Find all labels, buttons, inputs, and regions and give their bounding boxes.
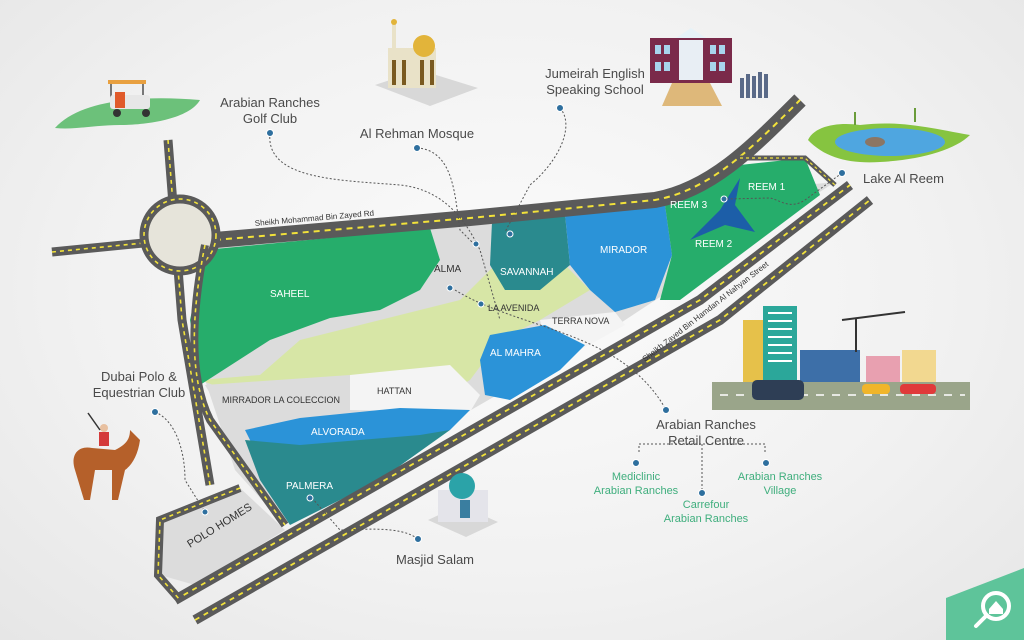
lake-icon [808,108,970,163]
golf-cart-icon [55,80,200,129]
landmark-al-rehman-mosque-line1: Al Rehman Mosque [359,126,475,141]
district-areas [160,158,835,585]
area-palmera[interactable] [245,430,450,525]
landmark-jess-line2: Speaking School [546,82,644,97]
svg-text:ALMA: ALMA [434,264,462,275]
mediclinic-line2: Arabian Ranches [593,485,679,497]
svg-text:MIRRADOR LA COLECCION: MIRRADOR LA COLECCION [222,395,340,405]
pin-al-rehman-mosque[interactable] [413,144,421,152]
mediclinic-line1: Mediclinic [611,471,661,483]
svg-text:LA AVENIDA: LA AVENIDA [488,303,539,313]
svg-text:PALMERA: PALMERA [286,481,333,492]
landmark-polo-club-line2: Equestrian Club [92,385,186,400]
retail-child-carrefour[interactable]: Carrefour Arabian Ranches [658,498,754,526]
landmark-jess[interactable]: Jumeirah English Speaking School [540,66,650,98]
label-al-mahra: AL MAHRA [490,348,541,359]
pin-ar-village[interactable] [762,459,770,467]
carrefour-line2: Arabian Ranches [663,513,749,525]
svg-text:SAHEEL: SAHEEL [270,289,310,300]
label-terra-nova: TERRA NOVA [552,316,609,326]
label-saheel: SAHEEL [270,289,310,300]
svg-text:MIRADOR: MIRADOR [600,245,647,256]
pin-golf-club[interactable] [266,129,274,137]
pin-lake-al-reem[interactable] [838,169,846,177]
label-alvorada: ALVORADA [311,427,365,438]
pin-retail-centre[interactable] [662,406,670,414]
svg-text:TERRA NOVA: TERRA NOVA [552,316,609,326]
svg-text:ALVORADA: ALVORADA [311,427,365,438]
landmark-lake-al-reem[interactable]: Lake Al Reem [863,171,973,187]
svg-text:REEM 1: REEM 1 [748,182,786,193]
home-search-icon[interactable] [946,568,1024,640]
pin-polo-club[interactable] [151,408,159,416]
svg-text:AL MAHRA: AL MAHRA [490,348,541,359]
polo-horse-icon [73,412,140,500]
label-la-avenida: LA AVENIDA [488,303,539,313]
landmark-retail-centre-line1: Arabian Ranches [656,417,756,432]
label-alma: ALMA [434,264,462,275]
pin-mediclinic[interactable] [632,459,640,467]
pins [151,104,846,543]
landmark-polo-club-line1: Dubai Polo & [101,369,177,384]
landmark-golf-club[interactable]: Arabian Ranches Golf Club [218,95,322,127]
label-reem-1: REEM 1 [748,182,786,193]
landmark-lake-al-reem-line1: Lake Al Reem [863,171,944,186]
label-savannah: SAVANNAH [500,267,554,278]
landmark-jess-line1: Jumeirah English [545,66,645,81]
pin-jess[interactable] [556,104,564,112]
svg-text:REEM 2: REEM 2 [695,239,733,250]
school-icon [650,28,768,106]
mosque-icon [375,19,478,106]
label-reem-2: REEM 2 [695,239,733,250]
retail-child-mediclinic[interactable]: Mediclinic Arabian Ranches [588,470,684,498]
city-icon [712,306,970,410]
landmark-golf-club-line1: Arabian Ranches [220,95,320,110]
ar-village-line2: Village [763,485,797,497]
area-saheel[interactable] [190,228,440,385]
carrefour-line1: Carrefour [682,499,730,511]
svg-text:HATTAN: HATTAN [377,386,412,396]
landmark-al-rehman-mosque[interactable]: Al Rehman Mosque [356,126,478,142]
landmark-masjid-salam[interactable]: Masjid Salam [390,552,480,568]
landmark-masjid-salam-line1: Masjid Salam [395,552,475,567]
svg-text:REEM 3: REEM 3 [670,200,708,211]
label-reem-3: REEM 3 [670,200,708,211]
landmark-golf-club-line2: Golf Club [242,111,298,126]
retail-child-ar-village[interactable]: Arabian Ranches Village [730,470,830,498]
ar-village-line1: Arabian Ranches [737,471,823,483]
area-reem[interactable] [660,158,820,300]
landmark-polo-club[interactable]: Dubai Polo & Equestrian Club [85,369,193,401]
label-mirrador-la-coleccion: MIRRADOR LA COLECCION [222,395,340,405]
roads [51,94,874,625]
label-palmera: PALMERA [286,481,333,492]
svg-text:SAVANNAH: SAVANNAH [500,267,554,278]
area-hattan[interactable] [350,365,480,412]
area-mirrador-la-coleccion[interactable] [205,375,350,430]
masjid-icon [428,473,498,537]
lake-al-reem-water [690,178,755,240]
area-al-mahra[interactable] [480,325,585,400]
area-polo-homes[interactable] [160,488,285,585]
landmark-retail-centre-line2: Retail Centre [668,433,744,448]
pin-carrefour[interactable] [698,489,706,497]
area-mirador[interactable] [565,205,672,312]
label-mirador: MIRADOR [600,245,647,256]
landmark-retail-centre[interactable]: Arabian Ranches Retail Centre [648,417,764,449]
area-la-avenida[interactable] [200,240,590,410]
label-hattan: HATTAN [377,386,412,396]
pin-masjid-salam[interactable] [414,535,422,543]
